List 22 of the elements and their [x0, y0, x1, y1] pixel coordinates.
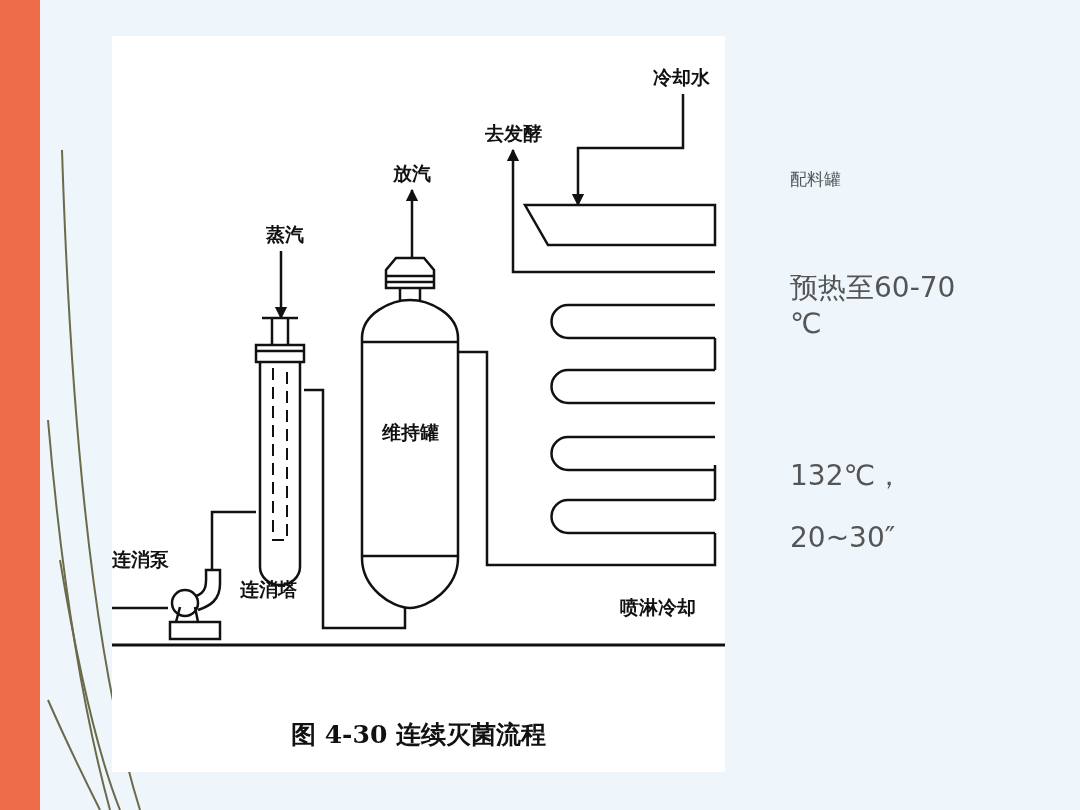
flow-label: 放汽 — [390, 164, 434, 190]
flow-label: 蒸汽 — [262, 225, 308, 251]
arrow — [571, 94, 685, 207]
note-text: 配料罐 — [790, 168, 842, 191]
arrow — [506, 148, 525, 274]
arrow — [405, 188, 419, 258]
flow-label: 冷却水 — [642, 68, 720, 94]
holding-tank — [362, 258, 458, 608]
equipment-label: 连消泵 — [112, 550, 169, 569]
pipe-line — [112, 606, 168, 610]
pipe-line — [458, 350, 525, 567]
flow-label: 去发酵 — [478, 124, 548, 150]
note-text: 预热至60-70 ℃ — [790, 270, 957, 343]
pump-drawing — [168, 562, 222, 640]
note-text: 20~30″ — [790, 520, 897, 556]
caption: 图 4-30 连续灭菌流程 — [290, 722, 547, 747]
pipe-line — [210, 510, 256, 562]
note-text: 132℃， — [790, 458, 904, 494]
arrow — [274, 251, 288, 320]
equipment-label: 喷淋冷却 — [620, 598, 696, 617]
equipment-label: 维持罐 — [380, 423, 440, 442]
pipe-line — [304, 388, 407, 630]
